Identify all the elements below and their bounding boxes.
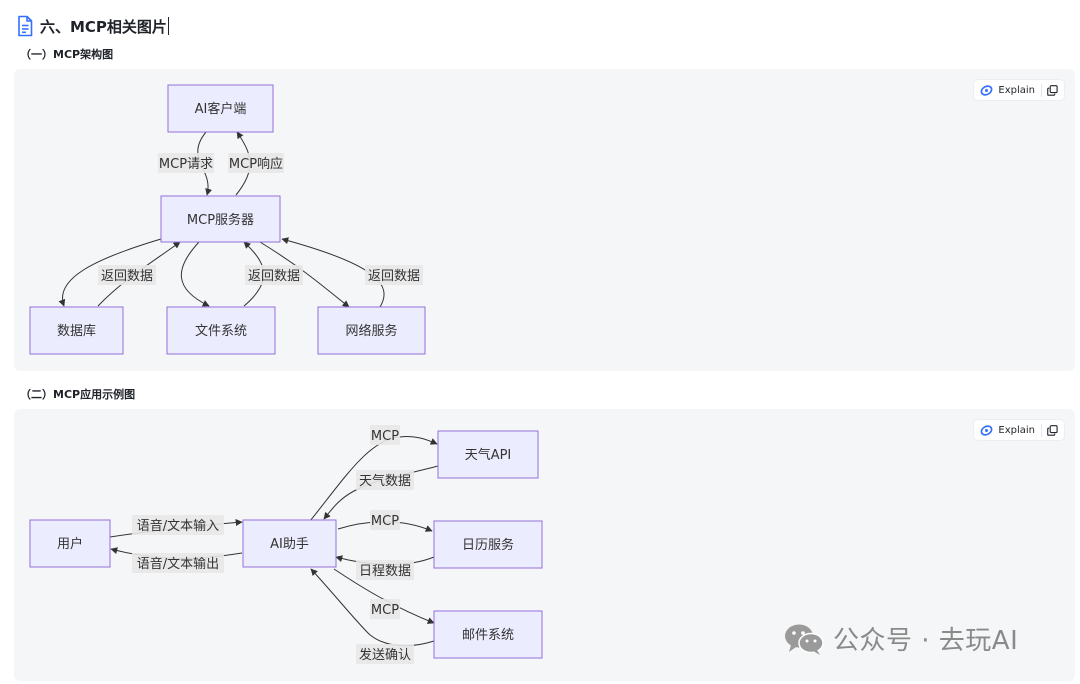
node-calendar-service-label: 日历服务 (462, 537, 514, 553)
edge-label-mail-mcp: MCP (370, 599, 400, 619)
watermark-text: 公众号 · 去玩AI (833, 626, 1019, 656)
watermark: 公众号 · 去玩AI (783, 620, 1018, 657)
explain-icon (980, 424, 993, 436)
copy-icon (1047, 424, 1058, 436)
diagram-panel-application: 语音/文本输入 语音/文本输出 MCP 天气数据 MCP 日程数据 (14, 409, 1075, 681)
edge-mcp-mail (333, 568, 435, 624)
edge-label-calendar-mcp-text: MCP (371, 514, 399, 529)
node-user[interactable]: 用户 (29, 519, 111, 568)
node-mcp-server-label: MCP服务器 (187, 212, 254, 228)
edge-label-weather-mcp: MCP (370, 425, 400, 445)
node-ai-assistant-label: AI助手 (270, 537, 309, 552)
architecture-diagram: MCP请求 MCP响应 返回数据 返回数据 返回数据 AI客户端 (29, 84, 426, 355)
text-cursor (167, 17, 169, 35)
node-network-service-label: 网络服务 (345, 323, 397, 339)
edge-label-weather-mcp-text: MCP (371, 429, 399, 444)
edge-label-db-return-text: 返回数据 (101, 269, 153, 284)
node-calendar-service[interactable]: 日历服务 (433, 520, 543, 569)
node-user-label: 用户 (57, 536, 83, 552)
edge-server-fs (181, 241, 210, 307)
node-network-service[interactable]: 网络服务 (317, 306, 426, 355)
section-title-architecture[interactable]: （一）MCP架构图 (20, 48, 114, 61)
edge-label-request: MCP请求 (158, 153, 214, 173)
node-file-system[interactable]: 文件系统 (166, 306, 276, 355)
edge-label-weather-data-text: 天气数据 (359, 473, 411, 489)
edge-label-fs-return: 返回数据 (245, 265, 303, 285)
edge-label-mail-mcp-text: MCP (371, 603, 399, 618)
wechat-icon (785, 624, 824, 655)
explain-label: Explain (998, 424, 1035, 436)
node-database[interactable]: 数据库 (29, 306, 124, 355)
explain-button[interactable]: Explain (980, 83, 1042, 97)
edge-label-mail-confirm: 发送确认 (356, 644, 414, 664)
edge-label-fs-return-text: 返回数据 (248, 269, 300, 284)
edge-label-weather-data: 天气数据 (356, 470, 414, 490)
node-weather-api-label: 天气API (465, 447, 512, 463)
diagram-panel-architecture: MCP请求 MCP响应 返回数据 返回数据 返回数据 AI客户端 (14, 69, 1075, 371)
edge-server-db (58, 238, 162, 307)
edge-label-calendar-data-text: 日程数据 (359, 564, 411, 579)
node-database-label: 数据库 (57, 323, 96, 339)
node-mail-system-label: 邮件系统 (462, 628, 514, 643)
explain-icon (980, 84, 993, 96)
node-ai-client[interactable]: AI客户端 (167, 84, 274, 133)
edge-label-db-return: 返回数据 (98, 265, 156, 285)
edge-label-input: 语音/文本输入 (132, 515, 224, 535)
page-title[interactable]: 六、MCP相关图片 (40, 17, 167, 36)
diagram-toolbar: Explain (974, 420, 1064, 440)
explain-button[interactable]: Explain (980, 423, 1042, 437)
edge-label-output-text: 语音/文本输出 (137, 556, 219, 572)
edge-label-request-text: MCP请求 (159, 157, 213, 172)
node-ai-assistant[interactable]: AI助手 (242, 519, 337, 568)
edge-label-response: MCP响应 (228, 153, 284, 173)
edge-label-net-return: 返回数据 (365, 265, 423, 285)
explain-label: Explain (998, 84, 1035, 96)
document-icon (18, 15, 33, 37)
node-ai-client-label: AI客户端 (195, 101, 247, 117)
edge-label-input-text: 语音/文本输入 (137, 518, 219, 534)
section-title-application[interactable]: （二）MCP应用示例图 (20, 388, 136, 401)
copy-button[interactable] (1047, 84, 1058, 96)
node-mail-system[interactable]: 邮件系统 (433, 610, 543, 659)
node-file-system-label: 文件系统 (195, 324, 247, 339)
edge-server-net (259, 241, 350, 308)
copy-button[interactable] (1047, 424, 1058, 436)
edge-label-output: 语音/文本输出 (132, 553, 224, 573)
edge-label-calendar-data: 日程数据 (356, 560, 414, 580)
edge-label-response-text: MCP响应 (229, 156, 283, 172)
application-diagram: 语音/文本输入 语音/文本输出 MCP 天气数据 MCP 日程数据 (29, 425, 543, 664)
edge-label-mail-confirm-text: 发送确认 (359, 647, 411, 663)
edge-label-calendar-mcp: MCP (370, 510, 400, 530)
node-mcp-server[interactable]: MCP服务器 (160, 195, 281, 243)
heading-row: 六、MCP相关图片 (16, 12, 169, 40)
copy-icon (1047, 84, 1058, 96)
edge-label-net-return-text: 返回数据 (368, 269, 420, 284)
node-weather-api[interactable]: 天气API (437, 430, 539, 479)
diagram-toolbar: Explain (974, 80, 1064, 100)
